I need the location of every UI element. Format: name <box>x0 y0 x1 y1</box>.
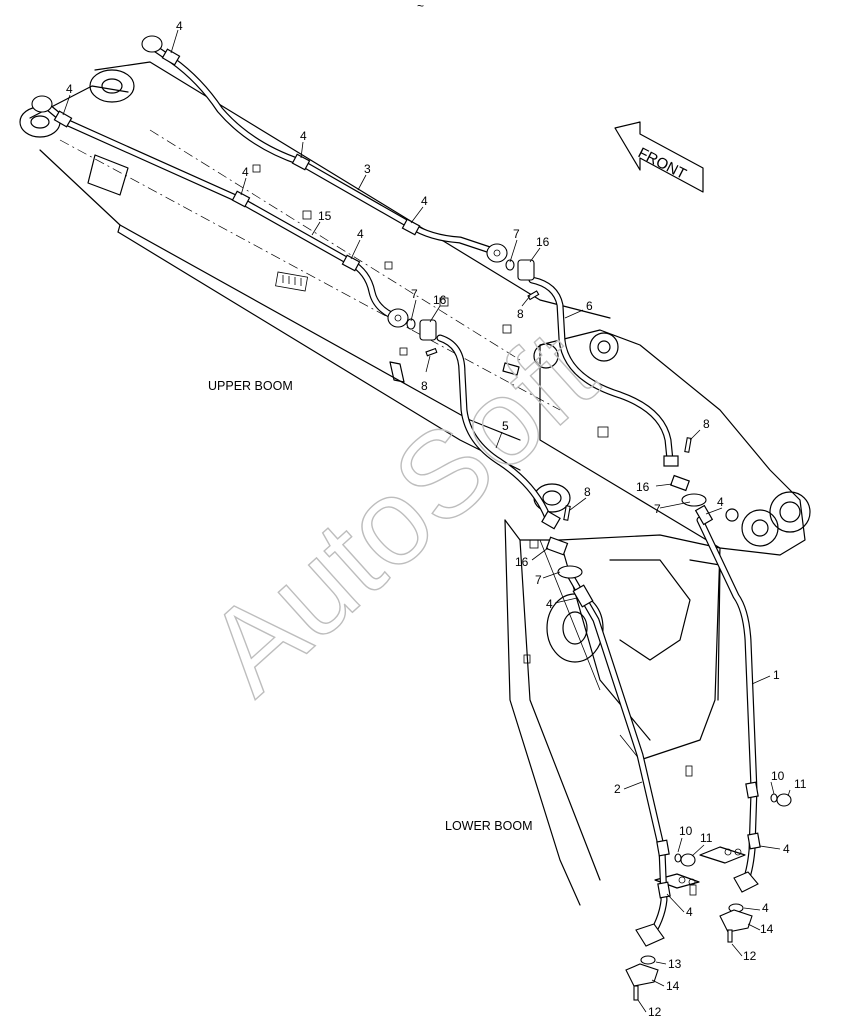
callout-13: 12 <box>743 949 757 963</box>
callout-8: 8 <box>703 417 710 431</box>
callout-12: 14 <box>666 979 680 993</box>
front-direction-arrow: FRONT <box>614 121 704 193</box>
lower-boom-label: LOWER BOOM <box>445 819 533 833</box>
callout-4: 4 <box>300 129 307 143</box>
header-mark: ~ <box>417 0 424 13</box>
upper-boom-label: UPPER BOOM <box>208 379 293 393</box>
callout-3: 3 <box>364 162 371 176</box>
callout-4: 4 <box>357 227 364 241</box>
callout-4: 4 <box>783 842 790 856</box>
callout-4: 4 <box>66 82 73 96</box>
pipe-3 <box>146 41 500 256</box>
callout-7: 7 <box>513 227 520 241</box>
callout-4: 4 <box>242 165 249 179</box>
callout-15: 15 <box>318 209 332 223</box>
callout-4: 4 <box>421 194 428 208</box>
hose-5 <box>436 334 552 522</box>
callout-4: 4 <box>717 495 724 509</box>
leader-lines <box>62 29 791 1013</box>
callout-7: 7 <box>411 287 418 301</box>
callout-11: 11 <box>700 831 713 845</box>
callouts: 4 4 4 4 4 4 4 3 15 7 16 8 7 16 8 6 5 8 1… <box>66 19 807 1019</box>
callout-2: 2 <box>614 782 621 796</box>
callout-11: 11 <box>794 777 807 791</box>
callout-16: 16 <box>433 293 447 307</box>
upper-boom-structure <box>19 61 611 471</box>
callout-14: 4 <box>762 901 769 915</box>
callout-4: 4 <box>176 19 183 33</box>
front-label: FRONT <box>635 144 689 183</box>
callout-16: 16 <box>515 555 529 569</box>
clamps <box>53 48 761 899</box>
callout-8: 8 <box>517 307 524 321</box>
callout-6: 6 <box>586 299 593 313</box>
callout-7: 7 <box>535 573 542 587</box>
callout-10: 10 <box>771 769 785 783</box>
boom-joint-plates <box>533 329 811 556</box>
lower-boom-structure <box>504 519 746 906</box>
pipe-end-flanges <box>31 35 540 357</box>
callout-10: 10 <box>679 824 693 838</box>
callout-8: 8 <box>421 379 428 393</box>
pipe-15 <box>38 98 402 322</box>
callout-16: 16 <box>636 480 650 494</box>
callout-12: 14 <box>760 922 774 936</box>
callout-1: 1 <box>773 668 780 682</box>
pipe-2 <box>566 571 668 944</box>
callout-7: 7 <box>654 502 661 516</box>
callout-13: 12 <box>648 1005 662 1019</box>
callout-5: 5 <box>502 419 509 433</box>
callout-4: 4 <box>546 597 553 611</box>
lower-flange-fittings <box>563 437 792 1001</box>
callout-14: 13 <box>668 957 682 971</box>
callout-4: 4 <box>686 905 693 919</box>
callout-16: 16 <box>536 235 550 249</box>
callout-8: 8 <box>584 485 591 499</box>
hose-6 <box>528 276 674 464</box>
